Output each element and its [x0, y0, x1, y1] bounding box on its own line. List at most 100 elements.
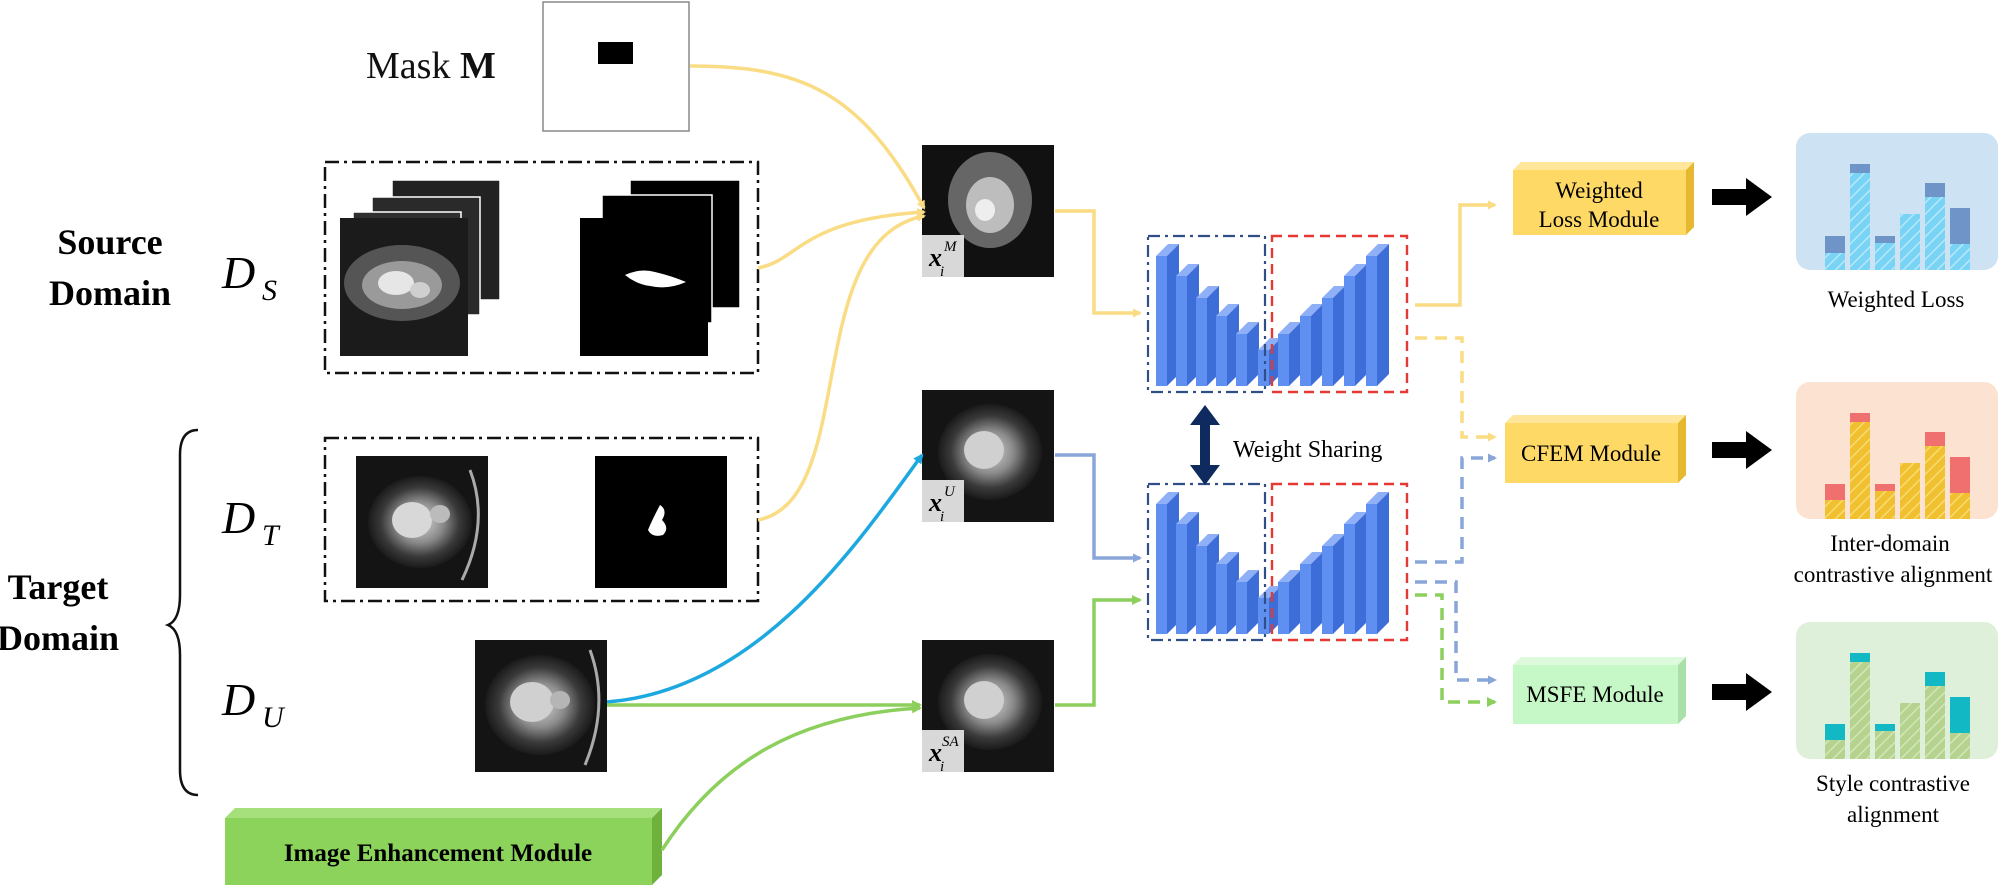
svg-text:U: U	[944, 484, 956, 500]
mixed-input-image: x i M	[922, 145, 1054, 280]
svg-text:M: M	[943, 239, 958, 255]
svg-text:i: i	[940, 509, 944, 525]
image-enhancement-module: Image Enhancement Module	[225, 808, 662, 885]
source-image-stack	[340, 179, 501, 356]
encoder-layer	[1176, 264, 1199, 386]
decoder-layer	[1300, 552, 1323, 634]
cfem-module: CFEM Module	[1505, 415, 1686, 483]
svg-text:Image Enhancement Module: Image Enhancement Module	[284, 840, 592, 867]
encoder-layer	[1216, 552, 1239, 634]
encoder-layer	[1216, 304, 1239, 386]
svg-text:Style contrastive: Style contrastive	[1816, 771, 1970, 796]
source-dataset-symbol: D S	[221, 247, 277, 307]
bottleneck-layer	[1258, 586, 1281, 634]
svg-text:i: i	[940, 759, 944, 775]
svg-text:Domain: Domain	[0, 618, 119, 658]
svg-text:Domain: Domain	[49, 273, 171, 313]
decoder-layer	[1278, 570, 1301, 634]
target-dataset-box	[323, 436, 760, 603]
target-ct-image	[356, 456, 488, 588]
msfe-module: MSFE Module	[1513, 657, 1686, 724]
svg-text:Weighted Loss: Weighted Loss	[1828, 287, 1965, 312]
arrow-network2-to-msfe-blue	[1415, 580, 1497, 685]
segmentation-network-top	[1146, 234, 1409, 394]
svg-text:Source: Source	[57, 222, 162, 262]
source-dataset-box	[323, 160, 760, 375]
weighted-loss-panel	[1796, 133, 1998, 270]
decoder-layer	[1366, 244, 1389, 386]
style-bars	[1825, 653, 1970, 759]
weighted-loss-label: Weighted Loss	[1828, 287, 1965, 312]
decoder-layer	[1344, 512, 1367, 634]
weighted-loss-module: Weighted Loss Module	[1513, 162, 1694, 235]
mask-label: Mask M	[366, 45, 496, 87]
target-domain-brace	[164, 428, 199, 797]
svg-text:contrastive alignment: contrastive alignment	[1794, 562, 1993, 587]
arrow-unlabeled-to-unlabeled-input	[606, 453, 924, 704]
svg-text:D: D	[221, 674, 255, 725]
decoder-layer	[1322, 286, 1345, 386]
arrow-cfem-to-output	[1712, 431, 1772, 469]
mask-image	[542, 1, 690, 132]
encoder-layer	[1196, 286, 1219, 386]
svg-text:Target: Target	[8, 567, 109, 607]
unlabeled-dataset-symbol: D U	[221, 674, 286, 734]
svg-text:CFEM Module: CFEM Module	[1521, 441, 1661, 466]
arrow-target-to-mixed	[757, 212, 926, 522]
decoder-layer	[1344, 264, 1367, 386]
target-domain-label: Target Domain	[0, 567, 119, 658]
inter-domain-bars	[1825, 413, 1970, 519]
encoder-layer	[1156, 492, 1179, 634]
svg-text:Mask M: Mask M	[366, 45, 496, 87]
encoder-layer	[1236, 570, 1259, 634]
inter-domain-panel	[1796, 382, 1998, 519]
inter-domain-label: Inter-domain contrastive alignment	[1794, 531, 1993, 587]
encoder-layer	[1196, 534, 1219, 634]
decoder-box	[1270, 482, 1409, 642]
svg-text:MSFE Module: MSFE Module	[1526, 682, 1663, 707]
arrow-mixed-to-network1	[1055, 209, 1142, 318]
decoder-box	[1270, 234, 1409, 394]
svg-text:T: T	[262, 519, 281, 552]
svg-text:alignment: alignment	[1847, 802, 1940, 827]
decoder-layer	[1278, 322, 1301, 386]
arrow-network1-to-weighted	[1415, 200, 1497, 307]
svg-text:x: x	[928, 243, 942, 272]
svg-text:x: x	[928, 738, 942, 767]
decoder-layer	[1300, 304, 1323, 386]
svg-text:D: D	[221, 247, 255, 298]
svg-text:x: x	[928, 488, 942, 517]
target-dataset-symbol: D T	[221, 492, 281, 552]
arrow-msfe-to-output	[1712, 673, 1772, 711]
svg-text:Inter-domain: Inter-domain	[1830, 531, 1950, 556]
decoder-layer	[1322, 534, 1345, 634]
svg-text:SA: SA	[942, 734, 960, 750]
svg-text:D: D	[221, 492, 255, 543]
svg-text:S: S	[262, 274, 277, 307]
encoder-layer	[1176, 512, 1199, 634]
style-label: Style contrastive alignment	[1816, 771, 1970, 827]
style-panel	[1796, 622, 1998, 759]
unlabeled-ct-image	[475, 640, 607, 772]
arrow-network2-to-msfe-green	[1415, 593, 1497, 707]
encoder-layer	[1156, 244, 1179, 386]
encoder-layer	[1236, 322, 1259, 386]
weight-sharing-label: Weight Sharing	[1233, 437, 1382, 463]
augmented-input-image: x i SA	[922, 640, 1054, 775]
target-label-image	[595, 456, 727, 588]
encoder-box	[1146, 234, 1267, 394]
bottleneck-layer	[1258, 338, 1281, 386]
arrow-enhancement-to-augmented	[660, 703, 922, 851]
arrow-augmented-to-network2	[1055, 595, 1142, 707]
svg-text:Weight Sharing: Weight Sharing	[1233, 437, 1382, 463]
arrow-mask-to-mixed	[689, 64, 926, 210]
svg-text:i: i	[940, 264, 944, 280]
segmentation-network-bottom	[1146, 482, 1409, 642]
arrow-source-to-mixed	[757, 207, 926, 270]
svg-text:Weighted: Weighted	[1555, 178, 1643, 203]
weighted-loss-bars	[1825, 164, 1970, 270]
arrow-network2-to-cfem	[1415, 453, 1497, 564]
svg-text:U: U	[262, 701, 286, 734]
encoder-box	[1146, 482, 1267, 642]
decoder-layer	[1366, 492, 1389, 634]
